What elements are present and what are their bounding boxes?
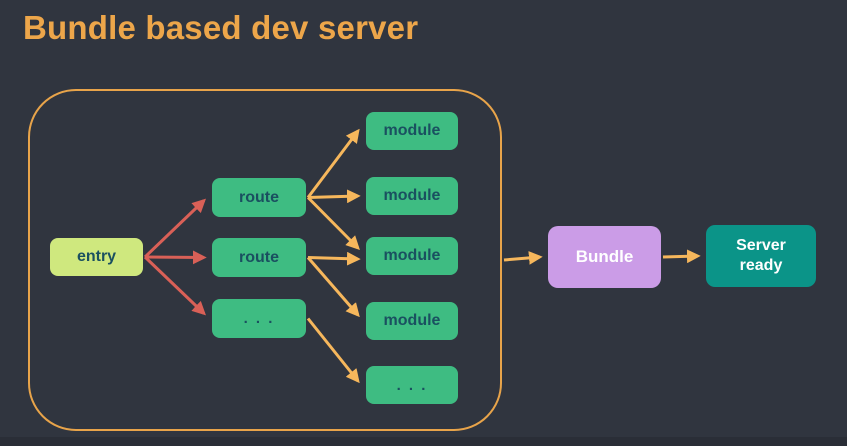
- arrow-bundle-to-server_ready: [662, 249, 701, 264]
- route-node: route: [212, 178, 306, 217]
- page-title: Bundle based dev server: [23, 9, 419, 46]
- bottom-edge: [0, 437, 847, 446]
- route-more-node: . . .: [212, 299, 306, 338]
- server-ready-label: Server ready: [736, 237, 786, 274]
- module-node: module: [366, 302, 458, 340]
- server-ready-node: Server ready: [706, 225, 816, 287]
- arrow-container-to-bundle: [503, 251, 543, 265]
- route-node: route: [212, 238, 306, 277]
- module-more-node: . . .: [366, 366, 458, 404]
- bundle-node: Bundle: [548, 226, 661, 288]
- module-node: module: [366, 112, 458, 150]
- dev-server-group-outline: [28, 89, 502, 431]
- module-node: module: [366, 177, 458, 215]
- entry-node: entry: [50, 238, 143, 276]
- module-node: module: [366, 237, 458, 275]
